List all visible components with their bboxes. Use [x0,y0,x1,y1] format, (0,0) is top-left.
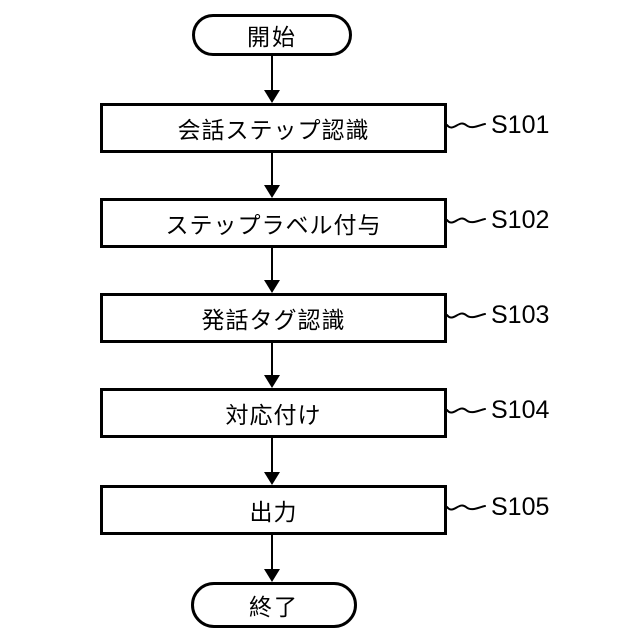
process-box-label: 対応付け [225,402,322,428]
tilde-connector-icon [446,504,486,511]
step-ref-s102: S102 [446,198,549,248]
arrow-head-icon [264,90,280,103]
arrow-shaft [271,535,273,569]
tilde-connector-icon [446,122,486,129]
start-terminal: 開始 [192,14,352,56]
process-box-step4: 対応付け [100,388,447,438]
tilde-connector-icon [446,217,486,224]
step-ref-s103: S103 [446,293,549,343]
arrow-shaft [271,438,273,472]
arrow-head-icon [264,472,280,485]
step-ref-label: S102 [491,205,550,234]
arrow-shaft [271,343,273,375]
start-terminal-label: 開始 [247,24,297,50]
process-box-step2: ステップラベル付与 [100,198,447,248]
flow-arrow [264,56,280,103]
flow-arrow [264,438,280,485]
arrow-shaft [271,248,273,280]
arrow-head-icon [264,185,280,198]
step-ref-s104: S104 [446,388,549,438]
arrow-shaft [271,153,273,185]
tilde-connector-icon [446,312,486,319]
end-terminal: 終了 [191,582,357,628]
process-box-step1: 会話ステップ認識 [100,103,447,153]
end-terminal-label: 終了 [249,594,299,620]
step-ref-s105: S105 [446,485,549,535]
flow-arrow [264,248,280,293]
arrow-shaft [271,56,273,90]
process-box-step5: 出力 [100,485,447,535]
process-box-label: ステップラベル付与 [165,212,382,238]
step-ref-label: S101 [491,110,550,139]
flow-arrow [264,343,280,388]
process-box-label: 出力 [249,499,298,525]
flow-arrow [264,535,280,582]
arrow-head-icon [264,569,280,582]
process-box-label: 会話ステップ認識 [177,117,370,143]
step-ref-label: S105 [491,492,550,521]
arrow-head-icon [264,280,280,293]
process-box-step3: 発話タグ認識 [100,293,447,343]
flow-arrow [264,153,280,198]
step-ref-s101: S101 [446,103,549,153]
arrow-head-icon [264,375,280,388]
tilde-connector-icon [446,407,486,414]
process-box-label: 発話タグ認識 [201,307,346,333]
step-ref-label: S104 [491,395,550,424]
step-ref-label: S103 [491,300,550,329]
